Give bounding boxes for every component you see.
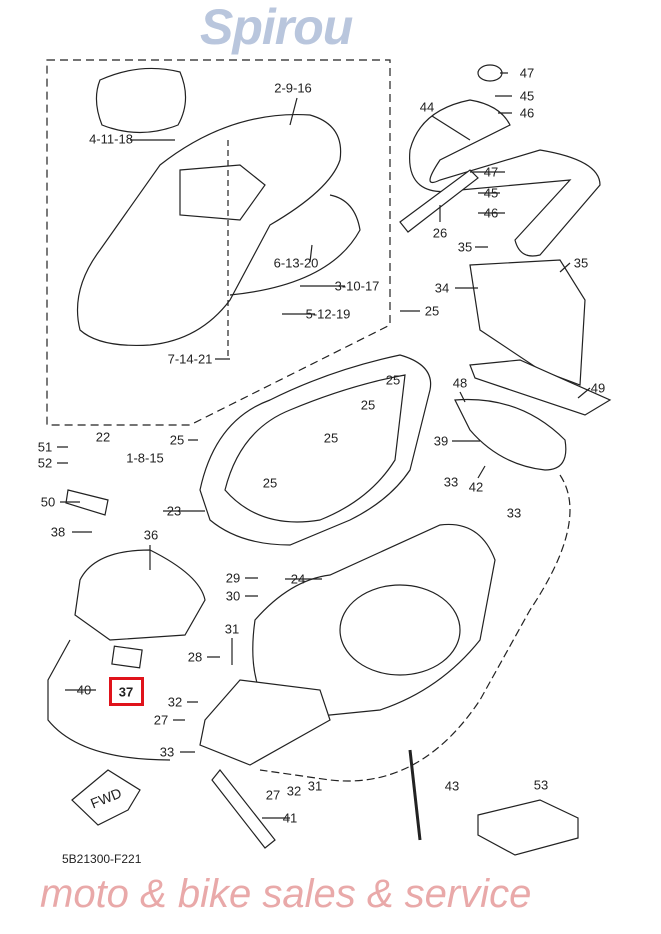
callout-28[interactable]: 28 <box>187 649 203 665</box>
callout-53[interactable]: 53 <box>533 777 549 793</box>
backrest <box>95 67 187 134</box>
callout-47[interactable]: 47 <box>519 65 535 81</box>
callout-25[interactable]: 25 <box>262 475 278 491</box>
callout-43[interactable]: 43 <box>444 778 460 794</box>
callout-6-13-20[interactable]: 6-13-20 <box>273 255 319 271</box>
callout-31[interactable]: 31 <box>224 621 240 637</box>
cable <box>259 474 571 782</box>
callout-29[interactable]: 29 <box>225 570 241 586</box>
pad-37-part <box>111 645 143 669</box>
callout-44[interactable]: 44 <box>419 99 435 115</box>
callout-4-11-18[interactable]: 4-11-18 <box>89 131 133 147</box>
bracket-50 <box>65 489 109 516</box>
callout-34[interactable]: 34 <box>434 280 450 296</box>
callout-40[interactable]: 40 <box>76 682 92 698</box>
callout-42[interactable]: 42 <box>468 479 484 495</box>
pad-53 <box>477 799 579 856</box>
callout-39[interactable]: 39 <box>433 433 449 449</box>
callout-3-10-17[interactable]: 3-10-17 <box>334 278 380 294</box>
callout-35[interactable]: 35 <box>573 255 589 271</box>
callout-51[interactable]: 51 <box>37 439 53 455</box>
callout-27[interactable]: 27 <box>153 712 169 728</box>
callout-38[interactable]: 38 <box>50 524 66 540</box>
callout-33[interactable]: 33 <box>506 505 522 521</box>
callout-32[interactable]: 32 <box>167 694 183 710</box>
callout-36[interactable]: 36 <box>143 527 159 543</box>
watermark-brand: Spirou <box>200 0 353 55</box>
seat-assembly-dashed-box <box>46 59 391 426</box>
seat-strip <box>229 194 361 296</box>
callout-45[interactable]: 45 <box>483 185 499 201</box>
callout-46[interactable]: 46 <box>483 205 499 221</box>
highlight-box <box>109 677 144 706</box>
callout-22[interactable]: 22 <box>95 429 111 445</box>
callout-50[interactable]: 50 <box>40 494 56 510</box>
callout-31[interactable]: 31 <box>307 778 323 794</box>
cover-48 <box>454 398 567 471</box>
cable-40 <box>47 639 171 761</box>
cover-41 <box>211 769 276 849</box>
tie-43 <box>408 749 422 841</box>
callout-33[interactable]: 33 <box>159 744 175 760</box>
cover-36 <box>74 549 206 641</box>
callout-45[interactable]: 45 <box>519 88 535 104</box>
lower-box <box>199 679 331 766</box>
callout-7-14-21[interactable]: 7-14-21 <box>167 351 213 367</box>
callout-26[interactable]: 26 <box>432 225 448 241</box>
callout-25[interactable]: 25 <box>360 397 376 413</box>
callout-1-8-15[interactable]: 1-8-15 <box>126 450 164 466</box>
callout-25[interactable]: 25 <box>385 372 401 388</box>
callout-46[interactable]: 46 <box>519 105 535 121</box>
callout-30[interactable]: 30 <box>225 588 241 604</box>
callout-35[interactable]: 35 <box>457 239 473 255</box>
callout-37-highlighted[interactable]: 37 <box>118 684 134 700</box>
callout-25[interactable]: 25 <box>323 430 339 446</box>
callout-41[interactable]: 41 <box>282 810 298 826</box>
bracket-34 <box>469 259 586 386</box>
callout-2-9-16[interactable]: 2-9-16 <box>274 80 312 96</box>
callout-49[interactable]: 49 <box>590 380 606 396</box>
plate-49 <box>469 359 612 416</box>
cap-47a <box>477 64 503 82</box>
callout-32[interactable]: 32 <box>286 783 302 799</box>
strip-26 <box>399 169 479 233</box>
watermark-tagline: moto & bike sales & service <box>40 872 532 916</box>
callout-23[interactable]: 23 <box>166 503 182 519</box>
callout-24[interactable]: 24 <box>290 571 306 587</box>
callout-5-12-19[interactable]: 5-12-19 <box>305 306 351 322</box>
callout-47[interactable]: 47 <box>483 164 499 180</box>
diagram-code: 5B21300-F221 <box>62 852 142 866</box>
frame-23 <box>199 354 432 546</box>
callout-27[interactable]: 27 <box>265 787 281 803</box>
callout-33[interactable]: 33 <box>443 474 459 490</box>
callout-25[interactable]: 25 <box>424 303 440 319</box>
fwd-arrow <box>71 769 141 826</box>
callout-48[interactable]: 48 <box>452 375 468 391</box>
callout-25[interactable]: 25 <box>169 432 185 448</box>
callout-52[interactable]: 52 <box>37 455 53 471</box>
seat <box>76 113 342 347</box>
